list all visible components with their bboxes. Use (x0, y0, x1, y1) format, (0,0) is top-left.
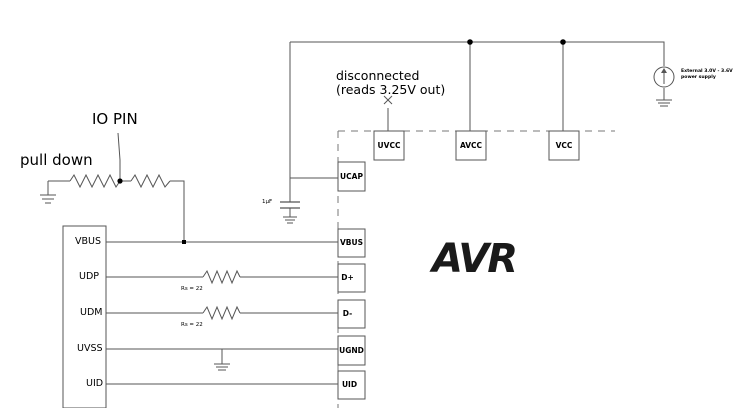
capacitor-ground (283, 216, 297, 224)
avr-pin-vbus: VBUS (339, 238, 363, 247)
pull-down-label: pull down (20, 151, 93, 169)
junction-dot (117, 178, 123, 184)
supply-label-line1: External 3.0V - 3.6V (681, 69, 733, 74)
connector-pin-udm: UDM (80, 307, 103, 318)
rs-resistor-udp (202, 269, 241, 285)
avr-pin-ugnd: UGND (339, 346, 364, 355)
pulldown-resistor (69, 173, 121, 189)
pulldown-ground-icon (40, 194, 56, 204)
avr-pin-uid: UID (341, 380, 358, 389)
avr-pin-box-vcc (548, 130, 580, 161)
connector-pin-udp: UDP (79, 271, 99, 282)
avr-pin-ucap: UCAP (340, 172, 363, 181)
avr-pin-box-avcc (455, 130, 487, 161)
avr-logo: AVR (432, 236, 518, 282)
power-source-arrowhead (661, 68, 667, 73)
connector-pin-vbus: VBUS (75, 236, 101, 247)
avr-pin-box-ugnd (337, 335, 366, 366)
junction-dot (182, 240, 186, 244)
connector-pin-uvss: UVSS (77, 343, 103, 354)
avr-pin-box-dminus (337, 299, 366, 329)
avr-pin-box-uvcc (373, 130, 405, 161)
uvss-ground-icon (214, 363, 230, 371)
avr-pin-avcc: AVCC (459, 141, 483, 150)
capacitor-label: 1µF (262, 199, 273, 205)
disconnected-label: disconnected (336, 68, 420, 83)
supply-ground-icon (656, 88, 672, 107)
rs-label-udm: Rs = 22 (181, 322, 203, 328)
rs-label-udp: Rs = 22 (181, 286, 203, 292)
avr-pin-vcc: VCC (555, 141, 573, 150)
supply-label-line2: power supply (681, 75, 716, 80)
io-to-vbus-wire (170, 180, 185, 242)
io-resistor (130, 173, 171, 189)
avr-pin-dplus: D+ (341, 273, 354, 282)
io-pin-label: IO PIN (92, 110, 138, 128)
io-pin-leader (117, 132, 121, 181)
supply-rail-wire (290, 41, 665, 66)
junction-dot (560, 39, 566, 45)
reads-voltage-label: (reads 3.25V out) (336, 82, 446, 97)
junction-dot (467, 39, 473, 45)
disconnect-x-icon (383, 95, 393, 105)
avr-pin-box-vbus (337, 228, 366, 258)
avr-pin-box-ucap (337, 161, 366, 192)
usb-connector-box (62, 225, 107, 408)
avr-pin-dminus: D- (342, 309, 353, 318)
connector-pin-uid: UID (86, 378, 104, 389)
rs-resistor-udm (202, 305, 241, 321)
avr-pin-box-uid (337, 370, 366, 400)
avr-pin-uvcc: UVCC (377, 141, 401, 150)
avr-pin-box-dplus (337, 263, 366, 293)
